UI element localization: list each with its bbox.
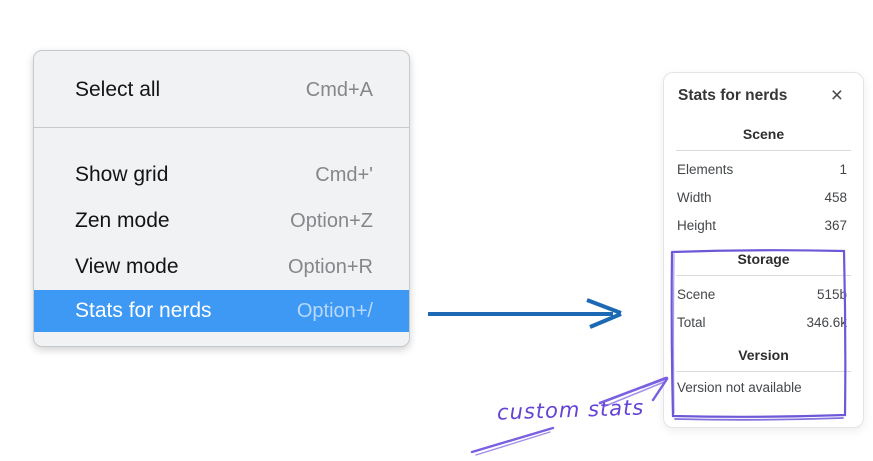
stat-row-elements: Elements 1 [664, 155, 863, 183]
menu-item-shortcut: Option+R [287, 255, 373, 278]
menu-item-shortcut: Cmd+' [315, 163, 373, 186]
menu-item-label: Show grid [75, 163, 169, 186]
stats-panel-header: Stats for nerds × [664, 73, 863, 107]
menu-item-label: Stats for nerds [75, 299, 212, 322]
pointer-arrow-icon [428, 298, 622, 329]
stat-row-height: Height 367 [664, 211, 863, 239]
stat-row-total-storage: Total 346.6k [664, 308, 863, 336]
menu-item-view-mode[interactable]: View mode Option+R [34, 244, 409, 290]
stat-label: Scene [677, 286, 716, 302]
stat-label: Height [677, 217, 717, 233]
menu-item-shortcut: Cmd+A [305, 78, 373, 101]
menu-item-label: View mode [75, 255, 179, 278]
menu-item-zen-mode[interactable]: Zen mode Option+Z [34, 198, 409, 244]
menu-section-bottom: Show grid Cmd+' Zen mode Option+Z View m… [34, 128, 409, 347]
close-icon[interactable]: × [830, 84, 843, 107]
section-divider [676, 371, 851, 372]
stat-label: Width [677, 189, 712, 205]
stats-panel-title: Stats for nerds [678, 87, 788, 104]
stat-row-width: Width 458 [664, 183, 863, 211]
version-note: Version not available [677, 380, 802, 395]
menu-item-select-all[interactable]: Select all Cmd+A [34, 67, 409, 113]
menu-item-label: Select all [75, 78, 161, 101]
section-divider [676, 150, 851, 151]
menu-item-shortcut: Option+/ [296, 299, 373, 322]
menu-separator [34, 127, 409, 128]
menu-item-label: Zen mode [75, 209, 170, 232]
menu-item-shortcut: Option+Z [290, 209, 373, 232]
stat-value: 1 [839, 161, 847, 177]
stat-label: Total [677, 314, 706, 330]
stat-value: 367 [824, 217, 847, 233]
stat-value: 515b [816, 286, 847, 302]
stat-value: 346.6k [806, 314, 847, 330]
section-header-version: Version [738, 347, 789, 363]
section-header-storage: Storage [737, 251, 790, 267]
stat-row-scene-storage: Scene 515b [664, 280, 863, 308]
section-header-scene: Scene [742, 126, 785, 142]
section-divider [676, 275, 851, 276]
annotation-label: custom stats [496, 395, 645, 425]
context-menu: Select all Cmd+A Show grid Cmd+' Zen mod… [33, 50, 410, 347]
stat-value: 458 [824, 189, 847, 205]
stats-panel: Stats for nerds × Scene Elements 1 Width… [663, 72, 864, 428]
menu-section-top: Select all Cmd+A [34, 51, 409, 127]
stat-label: Elements [677, 161, 734, 177]
menu-item-stats-for-nerds[interactable]: Stats for nerds Option+/ [34, 290, 409, 332]
menu-item-show-grid[interactable]: Show grid Cmd+' [34, 152, 409, 198]
